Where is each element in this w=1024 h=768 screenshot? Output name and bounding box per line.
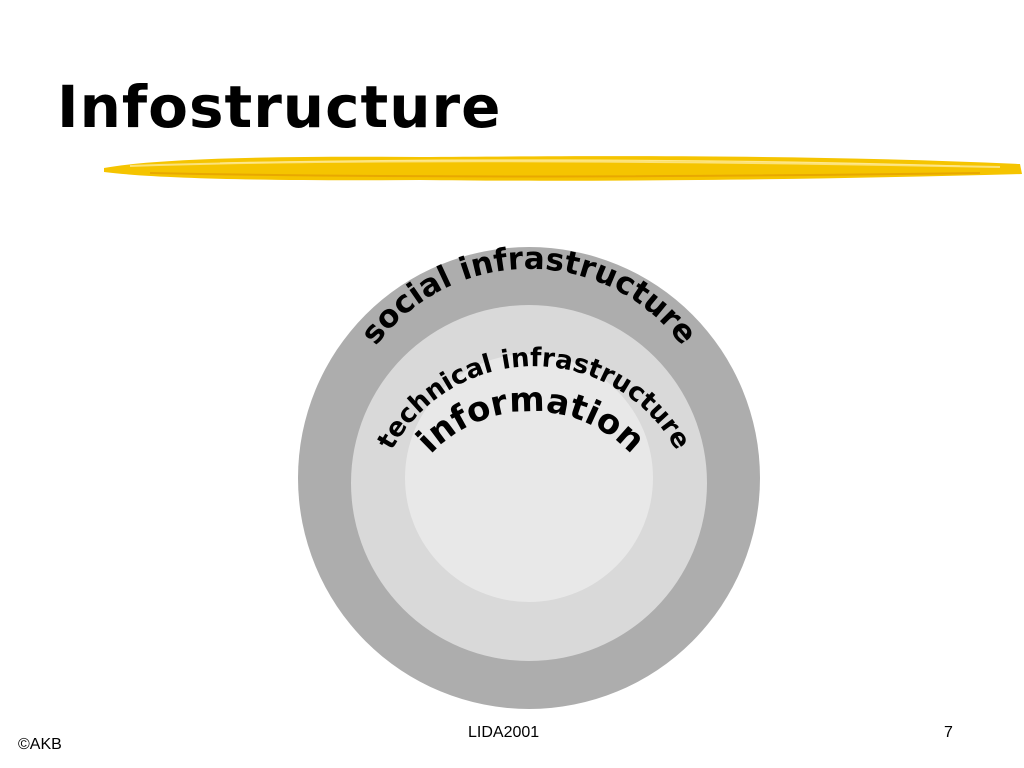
title-underline-brush-stroke: [104, 156, 1022, 181]
page-number: 7: [944, 724, 953, 741]
slide-title: Infostructure: [57, 73, 502, 141]
copyright-footer: ©AKB: [18, 736, 62, 753]
information-core: [405, 354, 653, 602]
event-footer: LIDA2001: [468, 724, 540, 741]
